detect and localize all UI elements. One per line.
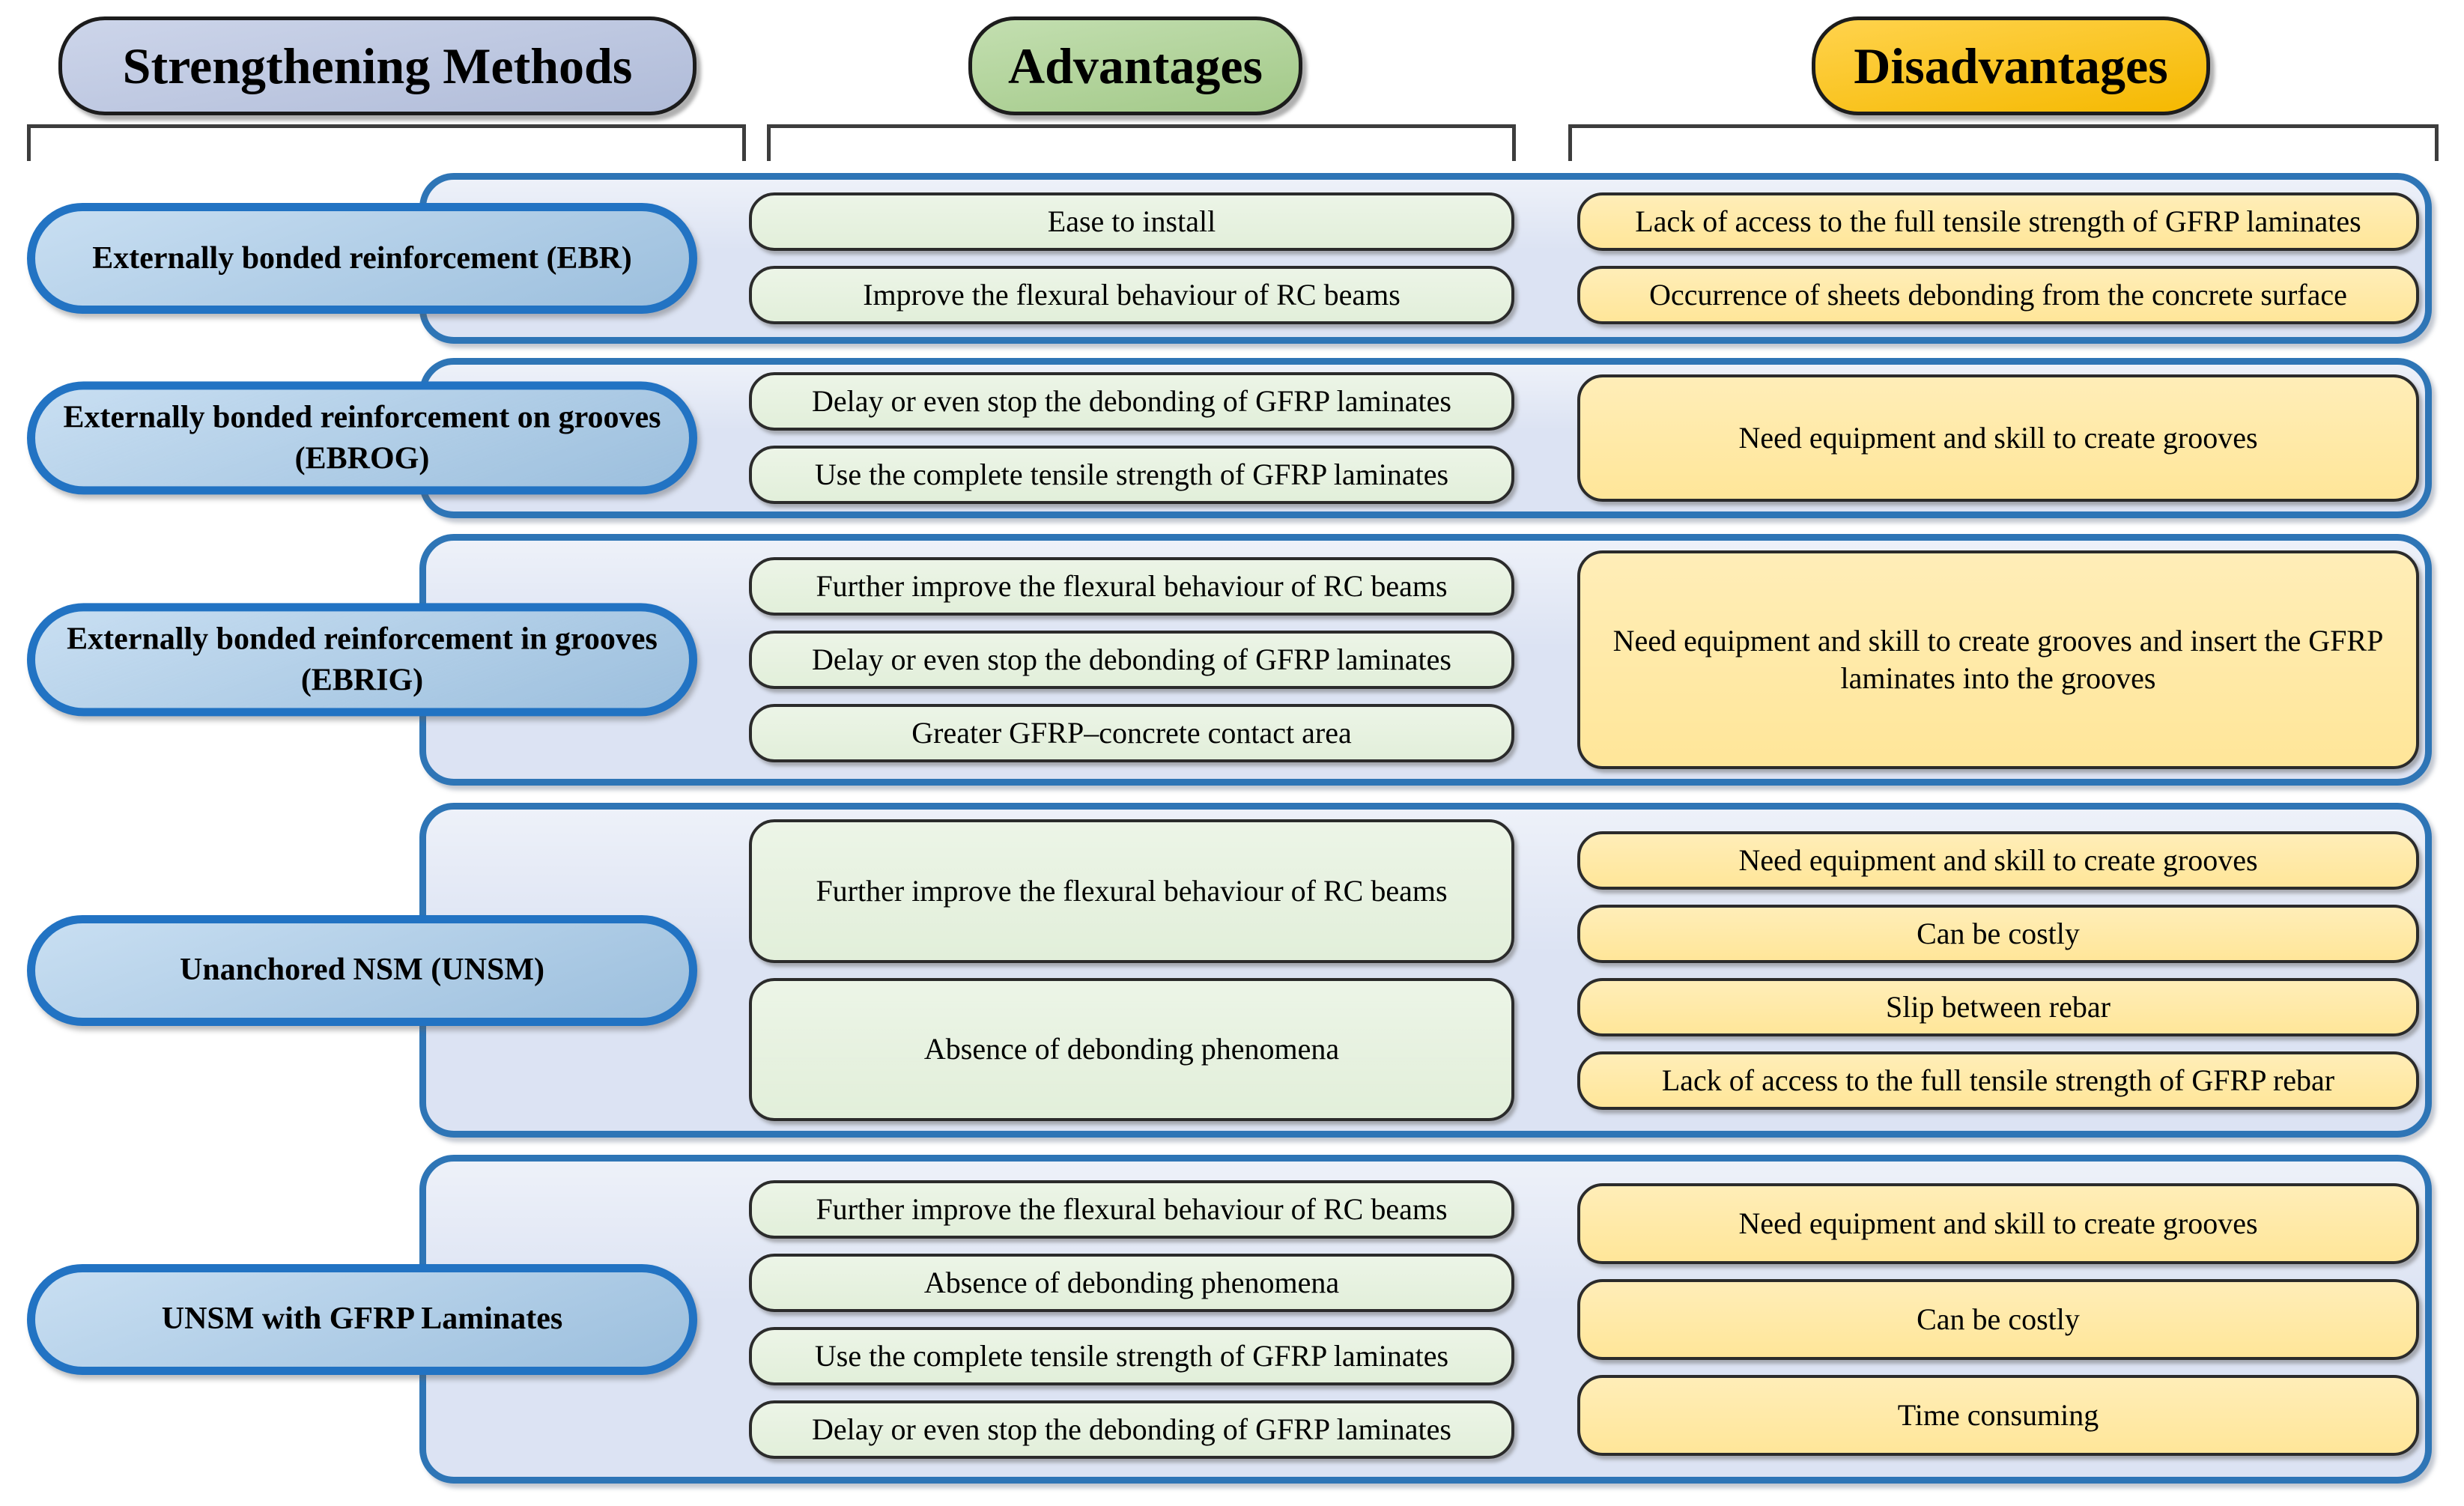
- advantage-box: Absence of debonding phenomena: [749, 977, 1514, 1121]
- disadvantages-column: Need equipment and skill to create groov…: [1577, 803, 2419, 1138]
- advantage-box: Ease to install: [749, 192, 1514, 251]
- disadvantage-box: Can be costly: [1577, 1278, 2419, 1360]
- disadvantages-column: Need equipment and skill to create groov…: [1577, 534, 2419, 786]
- method-row-ebrog: Externally bonded reinforcement on groov…: [0, 358, 2464, 518]
- header-pill-disadvantages: Disadvantages: [1812, 16, 2210, 115]
- advantage-box: Further improve the flexural behaviour o…: [749, 819, 1514, 963]
- advantage-box: Use the complete tensile strength of GFR…: [749, 1326, 1514, 1385]
- disadvantage-box: Need equipment and skill to create groov…: [1577, 1182, 2419, 1264]
- advantage-box: Greater GFRP–concrete contact area: [749, 704, 1514, 762]
- disadvantages-column: Need equipment and skill to create groov…: [1577, 1155, 2419, 1484]
- advantage-box: Improve the flexural behaviour of RC bea…: [749, 266, 1514, 324]
- advantages-column: Further improve the flexural behaviour o…: [749, 803, 1514, 1138]
- disadvantage-box: Slip between rebar: [1577, 977, 2419, 1036]
- advantage-box: Further improve the flexural behaviour o…: [749, 1179, 1514, 1239]
- advantages-column: Further improve the flexural behaviour o…: [749, 1155, 1514, 1484]
- header-pill-advantages: Advantages: [968, 16, 1302, 115]
- advantage-box: Use the complete tensile strength of GFR…: [749, 446, 1514, 504]
- disadvantage-box: Need equipment and skill to create groov…: [1577, 550, 2419, 769]
- disadvantage-box: Lack of access to the full tensile stren…: [1577, 192, 2419, 251]
- method-pill-ebrig: Externally bonded reinforcement in groov…: [27, 603, 697, 717]
- method-pill-unsm-gfrp: UNSM with GFRP Laminates: [27, 1263, 697, 1375]
- advantage-box: Delay or even stop the debonding of GFRP…: [749, 1400, 1514, 1459]
- method-row-unsm: Unanchored NSM (UNSM) Further improve th…: [0, 803, 2464, 1138]
- advantage-box: Delay or even stop the debonding of GFRP…: [749, 372, 1514, 431]
- method-pill-ebr: Externally bonded reinforcement (EBR): [27, 203, 697, 314]
- advantage-box: Delay or even stop the debonding of GFRP…: [749, 631, 1514, 689]
- method-pill-unsm: Unanchored NSM (UNSM): [27, 914, 697, 1026]
- disadvantage-box: Occurrence of sheets debonding from the …: [1577, 266, 2419, 324]
- method-row-ebr: Externally bonded reinforcement (EBR) Ea…: [0, 173, 2464, 344]
- advantages-column: Further improve the flexural behaviour o…: [749, 534, 1514, 786]
- advantage-box: Absence of debonding phenomena: [749, 1253, 1514, 1312]
- method-row-ebrig: Externally bonded reinforcement in groov…: [0, 534, 2464, 786]
- method-row-unsm-gfrp-laminates: UNSM with GFRP Laminates Further improve…: [0, 1155, 2464, 1484]
- advantages-column: Delay or even stop the debonding of GFRP…: [749, 358, 1514, 518]
- disadvantage-box: Need equipment and skill to create groov…: [1577, 374, 2419, 502]
- bracket-methods-column: [27, 124, 746, 161]
- disadvantages-column: Need equipment and skill to create groov…: [1577, 358, 2419, 518]
- bracket-advantages-column: [767, 124, 1516, 161]
- disadvantage-box: Need equipment and skill to create groov…: [1577, 831, 2419, 890]
- disadvantage-box: Can be costly: [1577, 904, 2419, 963]
- bracket-disadvantages-column: [1568, 124, 2439, 161]
- disadvantage-box: Time consuming: [1577, 1374, 2419, 1456]
- disadvantages-column: Lack of access to the full tensile stren…: [1577, 173, 2419, 344]
- advantage-box: Further improve the flexural behaviour o…: [749, 557, 1514, 616]
- advantages-column: Ease to install Improve the flexural beh…: [749, 173, 1514, 344]
- disadvantage-box: Lack of access to the full tensile stren…: [1577, 1051, 2419, 1110]
- header-pill-strengthening-methods: Strengthening Methods: [58, 16, 697, 115]
- method-pill-ebrog: Externally bonded reinforcement on groov…: [27, 381, 697, 495]
